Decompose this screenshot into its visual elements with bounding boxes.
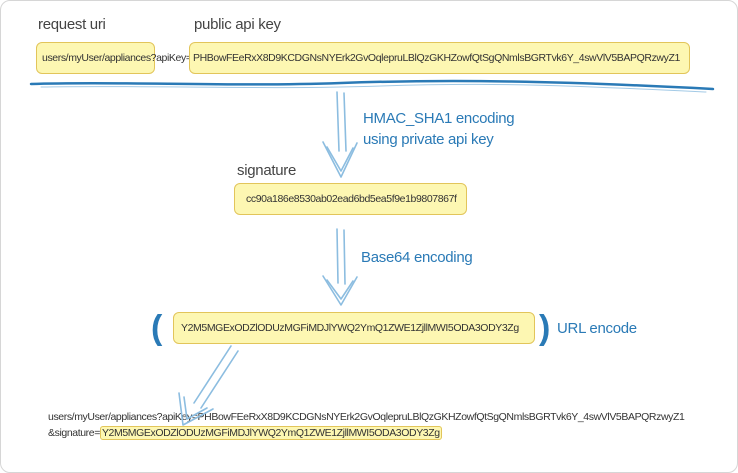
request-uri-label: request uri — [38, 16, 106, 33]
base64-box: Y2M5MGExODZlODUzMGFiMDJlYWQ2YmQ1ZWE1Zjll… — [173, 312, 535, 344]
hmac-note-line2: using private api key — [363, 131, 494, 148]
signature-label: signature — [237, 162, 297, 179]
url-encode-note: URL encode — [557, 320, 637, 337]
signature-box: cc90a186e8530ab02ead6bd5ea5f9e1b9807867f — [234, 183, 467, 215]
public-api-key-box: PHBowFEeRxX8D9KCDGNsNYErk2GvOqlepruLBlQz… — [189, 42, 690, 74]
open-bracket: ( — [151, 309, 163, 347]
separator-line — [29, 79, 715, 91]
base64-note: Base64 encoding — [361, 249, 473, 266]
final-url-line2: &signature=Y2M5MGExODZlODUzMGFiMDJlYWQ2Y… — [48, 426, 442, 440]
request-uri-box: users/myUser/appliances?apiKey= — [36, 42, 192, 74]
hmac-note-line1: HMAC_SHA1 encoding — [363, 110, 515, 127]
public-api-key-label: public api key — [194, 16, 281, 33]
arrow-hmac-icon — [322, 91, 358, 178]
close-bracket: ) — [539, 309, 551, 347]
final-url-signature-value: Y2M5MGExODZlODUzMGFiMDJlYWQ2YmQ1ZWE1Zjll… — [99, 426, 442, 440]
final-url-signature-param: &signature= — [48, 427, 100, 439]
final-url-line1: users/myUser/appliances?apiKey=PHBowFEeR… — [48, 411, 685, 423]
arrow-base64-icon — [322, 228, 358, 306]
separator-line-shadow — [40, 83, 707, 93]
